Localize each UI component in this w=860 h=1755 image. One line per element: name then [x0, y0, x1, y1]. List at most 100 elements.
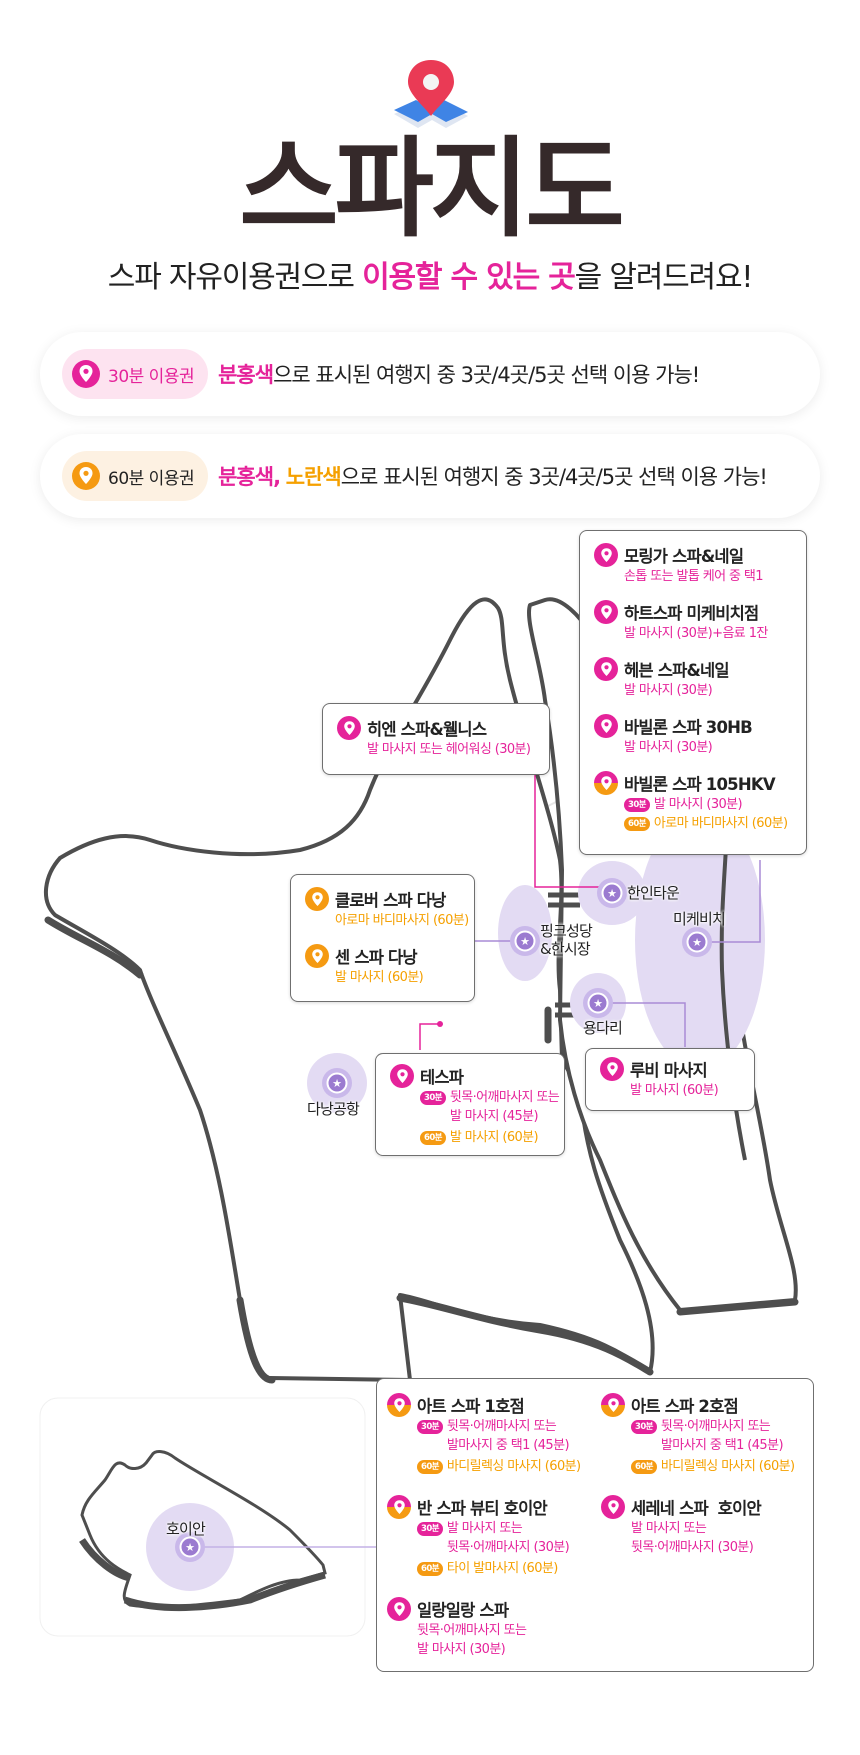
place-label-airport: 다낭공항	[307, 1100, 360, 1118]
desc-line: 발마사지 중 택1 (45분)	[446, 1438, 570, 1453]
spa-name: 루비 마사지	[630, 1061, 708, 1080]
spa-entry[interactable]: 모링가 스파&네일 손톱 또는 발톱 케어 중 택1	[594, 543, 792, 586]
pin-icon	[337, 716, 361, 740]
desc-line: 발 마사지 또는	[631, 1521, 707, 1536]
tag-30: 30분	[624, 798, 650, 812]
desc-line: 뒷목·어깨마사지 (30분)	[446, 1540, 570, 1555]
spa-entry[interactable]: 클로버 스파 다낭 아로마 바디마사지 (60분)	[305, 887, 469, 930]
map-pin-icon	[386, 58, 476, 133]
pin-icon	[594, 771, 618, 795]
tag-30: 30분	[420, 1091, 446, 1105]
pin-icon	[387, 1597, 411, 1621]
ticket-rest-text: 으로 표시된 여행지 중 3곳/4곳/5곳 선택 이용 가능!	[273, 363, 700, 387]
pin-icon	[594, 657, 618, 681]
spa-entry[interactable]: 히엔 스파&웰니스 발 마사지 또는 헤어워싱 (30분)	[337, 716, 535, 759]
spa-desc: 발 마사지 (30분)	[624, 740, 713, 755]
tag-30: 30분	[417, 1522, 443, 1536]
subtitle-text-end: 을 알려드려요!	[574, 260, 754, 295]
spa-name: 센 스파 다낭	[335, 948, 418, 967]
ticket-60-badge: 60분 이용권	[62, 451, 209, 501]
svg-text:★: ★	[593, 997, 603, 1010]
spa-name: 모링가 스파&네일	[624, 547, 744, 566]
desc-line: 뒷목·어깨마사지 또는	[660, 1419, 771, 1434]
ruby-card: 루비 마사지 발 마사지 (60분)	[585, 1048, 755, 1111]
pin-icon	[390, 1064, 414, 1088]
spa-name: 하트스파 미케비치점	[624, 604, 759, 623]
spa-name: 바빌론 스파 30HB	[624, 718, 753, 737]
spa-name: 테스파	[420, 1068, 464, 1087]
desc-text: 바디릴렉싱 마사지 (60분)	[446, 1459, 581, 1474]
pin-icon	[594, 600, 618, 624]
spa-name: 바빌론 스파 105HKV	[624, 775, 776, 794]
orange-highlight: 노란색	[285, 465, 342, 489]
ticket-badge-label: 30분 이용권	[108, 366, 195, 387]
spa-entry[interactable]: 하트스파 미케비치점 발 마사지 (30분)+음료 1잔	[594, 600, 792, 643]
place-label-dragon-bridge: 용다리	[583, 1019, 623, 1037]
svg-text:★: ★	[332, 1077, 342, 1090]
desc-line: 발 마사지 (45분)	[449, 1109, 539, 1124]
ticket-30-desc: 분홍색으로 표시된 여행지 중 3곳/4곳/5곳 선택 이용 가능!	[218, 359, 700, 389]
ticket-30-row: 30분 이용권 분홍색으로 표시된 여행지 중 3곳/4곳/5곳 선택 이용 가…	[40, 332, 820, 416]
tag-60: 60분	[631, 1460, 657, 1474]
desc-line: 뒷목·어깨마사지 또는	[449, 1090, 560, 1105]
desc-text: 발 마사지 (60분)	[449, 1130, 539, 1145]
desc-line: 발 마사지 (30분)	[417, 1642, 506, 1657]
ticket-rest-text: 으로 표시된 여행지 중 3곳/4곳/5곳 선택 이용 가능!	[340, 465, 768, 489]
place-label-hanin: 한인타운	[627, 884, 680, 902]
ticket-badge-label: 60분 이용권	[108, 468, 195, 489]
tag-60: 60분	[417, 1460, 443, 1474]
pink-highlight: 분홍색,	[218, 465, 281, 489]
mykhe-spa-card: 모링가 스파&네일 손톱 또는 발톱 케어 중 택1 하트스파 미케비치점 발 …	[579, 530, 807, 855]
pink-highlight: 분홍색	[218, 363, 274, 387]
spa-name: 아트 스파 1호점	[417, 1397, 525, 1416]
desc-line: 뒷목·어깨마사지 (30분)	[631, 1540, 754, 1555]
clover-spa-card: 클로버 스파 다낭 아로마 바디마사지 (60분) 센 스파 다낭 발 마사지 …	[290, 874, 475, 1002]
svg-text:★: ★	[185, 1541, 195, 1554]
pin-icon	[305, 944, 329, 968]
tag-60: 60분	[420, 1131, 446, 1145]
pin-icon	[72, 360, 100, 388]
spa-entry[interactable]: 센 스파 다낭 발 마사지 (60분)	[305, 944, 460, 987]
pin-icon	[594, 714, 618, 738]
svg-text:★: ★	[520, 935, 530, 948]
spa-entry[interactable]: 헤븐 스파&네일 발 마사지 (30분)	[594, 657, 792, 700]
spa-entry[interactable]: 바빌론 스파 30HB 발 마사지 (30분)	[594, 714, 792, 757]
desc-line: 발 마사지 또는	[446, 1521, 523, 1536]
spa-desc: 발 마사지 또는 헤어워싱 (30분)	[367, 742, 531, 757]
place-label-hoian: 호이안	[166, 1520, 206, 1538]
spa-name: 아트 스파 2호점	[631, 1397, 739, 1416]
spa-desc: 손톱 또는 발톱 케어 중 택1	[624, 569, 764, 584]
spa-name: 헤븐 스파&네일	[624, 661, 730, 680]
desc-text: 발 마사지 (30분)	[653, 797, 743, 812]
desc-line: 뒷목·어깨마사지 또는	[417, 1623, 527, 1638]
pin-icon	[387, 1495, 411, 1519]
place-label-mykhe: 미케비치	[673, 910, 726, 928]
pin-icon	[387, 1393, 411, 1417]
marker-hanin: ★	[597, 878, 627, 908]
desc-text: 아로마 바디마사지 (60분)	[653, 816, 788, 831]
spa-entry[interactable]: 루비 마사지 발 마사지 (60분)	[600, 1057, 740, 1100]
subtitle-text: 스파 자유이용권으로	[107, 260, 363, 295]
tag-60: 60분	[417, 1562, 443, 1576]
tag-60: 60분	[624, 817, 650, 831]
